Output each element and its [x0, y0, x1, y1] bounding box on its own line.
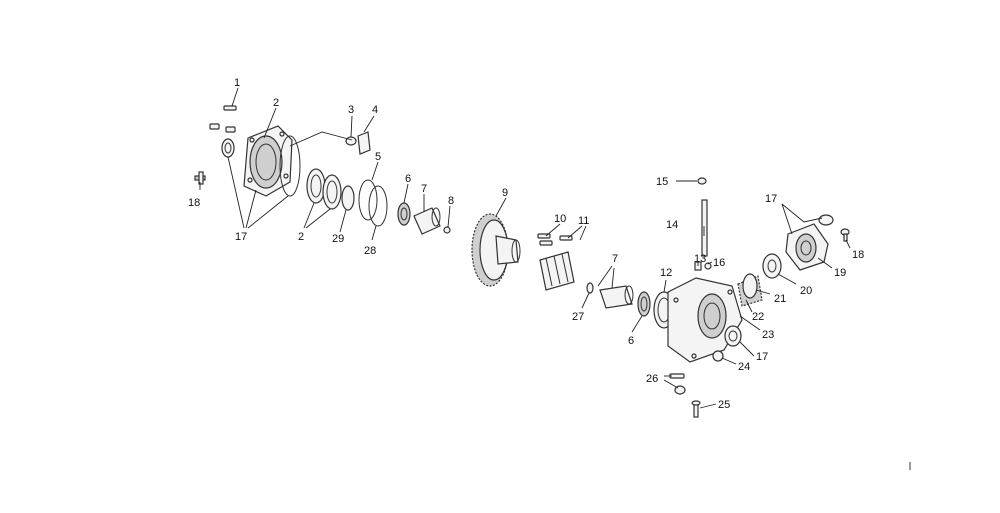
cover-part-2 [243, 125, 293, 197]
callout-7: 7 [421, 183, 427, 195]
bolt-part-18-right [840, 228, 850, 242]
seal-part-17-left [221, 138, 235, 158]
callout-23: 23 [762, 329, 774, 341]
gasket-ring [279, 135, 301, 197]
callout-15: 15 [656, 176, 668, 188]
screw-part-15 [697, 177, 707, 185]
callout-8: 8 [448, 195, 454, 207]
shaft-part-14 [701, 199, 708, 257]
callout-12: 12 [660, 267, 672, 279]
callout-18: 18 [188, 197, 200, 209]
callout-26: 26 [646, 373, 658, 385]
callout-5: 5 [375, 151, 381, 163]
callout-20: 20 [800, 285, 812, 297]
pin-part-10 [537, 233, 553, 246]
callout-10: 10 [554, 213, 566, 225]
bolt-part-26 [669, 373, 686, 395]
washer-part-17-right [818, 214, 834, 226]
callout-21: 21 [774, 293, 786, 305]
bushing-part-7-right [599, 285, 634, 309]
callout-17: 17 [756, 351, 768, 363]
bearing-part-2 [306, 168, 342, 210]
callout-2: 2 [273, 97, 279, 109]
bushing-part-7-left [413, 207, 441, 235]
callout-6: 6 [405, 173, 411, 185]
ring-gear-part-9 [471, 213, 521, 287]
differential-cage [539, 251, 575, 291]
callout-29: 29 [332, 233, 344, 245]
pin-part-8 [443, 226, 451, 234]
housing-part-23 [667, 277, 743, 363]
callout-1: 1 [234, 77, 240, 89]
seal-part-20 [762, 253, 782, 279]
callout-19: 19 [834, 267, 846, 279]
leader-lines [199, 87, 851, 409]
callout-4: 4 [372, 104, 378, 116]
seal-part-6-left [397, 202, 411, 226]
bolt-part-16 [704, 262, 712, 270]
bolt-part-25 [691, 400, 701, 418]
callout-3: 3 [348, 104, 354, 116]
callout-7: 7 [612, 253, 618, 265]
seal-part-6-right [637, 291, 651, 317]
callout-25: 25 [718, 399, 730, 411]
callout-13: 13 [694, 253, 706, 265]
callout-9: 9 [502, 187, 508, 199]
clip-part-27 [586, 282, 594, 294]
callout-24: 24 [738, 361, 750, 373]
washer-part-29 [341, 185, 355, 211]
seal-part-17-lower [724, 325, 742, 347]
callout-14: 14 [666, 219, 678, 231]
callout-11: 11 [578, 215, 589, 227]
callout-17: 17 [765, 193, 777, 205]
flange-part-19 [785, 223, 829, 271]
callout-22: 22 [752, 311, 764, 323]
bolt-part-18-left [194, 171, 206, 185]
gear-part-21 [742, 273, 758, 299]
callout-2: 2 [298, 231, 304, 243]
callout-labels: 1 2 2 3 4 5 6 6 7 7 8 9 10 11 12 13 14 1… [188, 77, 864, 411]
callout-16: 16 [713, 257, 725, 269]
plug-part-24 [712, 350, 724, 362]
bracket-part-4 [357, 131, 371, 155]
callout-28: 28 [364, 245, 376, 257]
callout-27: 27 [572, 311, 584, 323]
pin-part-1 [209, 105, 237, 133]
shim-part-5 [358, 179, 388, 227]
pin-part-3 [345, 136, 357, 146]
callout-6: 6 [628, 335, 634, 347]
callout-18: 18 [852, 249, 864, 261]
callout-17: 17 [235, 231, 247, 243]
